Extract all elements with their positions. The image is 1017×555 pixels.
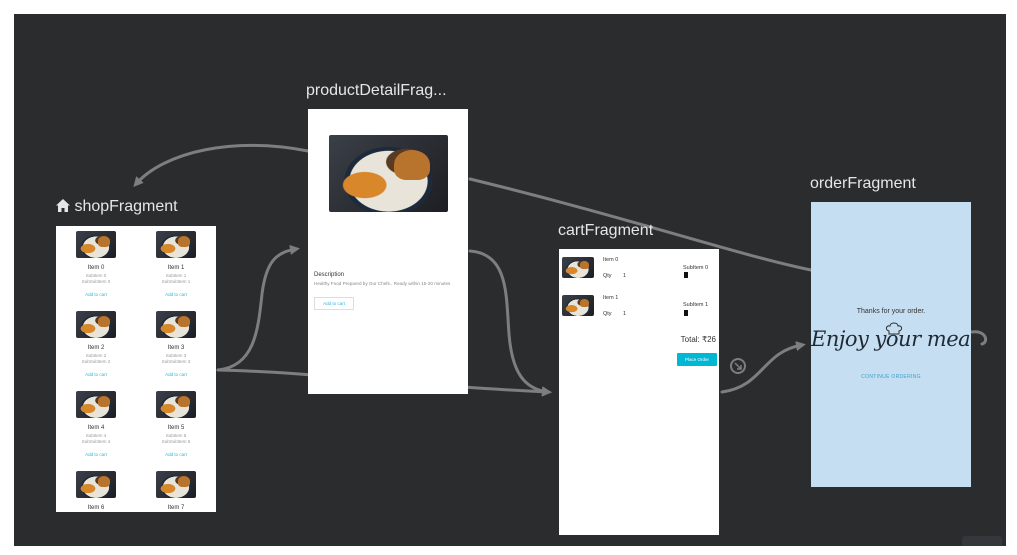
shop-item-name: Item 3 xyxy=(167,345,185,351)
shop-fragment-screen[interactable]: Item 0 SubItem 0 SubSubItem 0 Add to car… xyxy=(56,226,216,512)
cart-item-qty[interactable]: 1 xyxy=(623,311,627,317)
shop-item-image xyxy=(156,231,196,258)
shop-item-image xyxy=(76,311,116,338)
shop-item-subsub: SubSubItem 3 xyxy=(161,359,191,364)
action-detail-to-order xyxy=(468,177,813,272)
shop-item-image xyxy=(156,471,196,498)
navigation-graph-canvas: productDetailFrag... Description Healthy… xyxy=(14,14,1006,546)
cart-item-image xyxy=(562,257,594,278)
place-order-button[interactable]: Place Order xyxy=(677,353,717,366)
burger-image xyxy=(329,135,448,212)
cart-item-qty[interactable]: 1 xyxy=(623,273,627,279)
shop-item-subsub: SubSubItem 0 xyxy=(81,279,111,284)
shop-item-image xyxy=(156,311,196,338)
shop-item-sub: SubItem 4 xyxy=(85,433,107,438)
description-label: Description xyxy=(314,272,345,278)
shop-add-to-cart[interactable]: Add to cart xyxy=(165,292,187,297)
cart-total: Total: ₹26 xyxy=(680,335,716,344)
action-cart-to-order xyxy=(720,341,806,394)
cart-item-qty-label: Qty xyxy=(603,273,612,279)
shop-item-name: Item 4 xyxy=(87,425,105,431)
cart-item-image xyxy=(562,295,594,316)
pop-up-to-icon xyxy=(730,358,746,374)
order-fragment-title[interactable]: orderFragment xyxy=(810,175,916,192)
shop-item-name: Item 5 xyxy=(167,425,185,431)
cart-fragment-title[interactable]: cartFragment xyxy=(558,222,654,239)
shop-item-image xyxy=(76,231,116,258)
shop-item-sub: SubItem 1 xyxy=(165,273,187,278)
shop-fragment-title-text: shopFragment xyxy=(74,198,178,215)
shop-add-to-cart[interactable]: Add to cart xyxy=(85,372,107,377)
shop-add-to-cart[interactable]: Add to cart xyxy=(85,452,107,457)
delete-icon[interactable] xyxy=(684,272,688,278)
order-fragment-screen[interactable]: Thanks for your order. Enjoy your meal! … xyxy=(811,202,971,487)
add-to-cart-button[interactable]: Add to cart xyxy=(314,297,354,310)
shop-item-name: Item 6 xyxy=(87,505,105,511)
shop-item-image xyxy=(156,391,196,418)
shop-item-sub: SubItem 5 xyxy=(165,433,187,438)
shop-add-to-cart[interactable]: Add to cart xyxy=(165,372,187,377)
shop-item-subsub: SubSubItem 5 xyxy=(161,439,191,444)
shop-item-sub: SubItem 0 xyxy=(85,273,107,278)
action-detail-to-cart xyxy=(468,249,552,397)
cart-fragment-screen[interactable]: Item 0 Qty 1 SubItem 0 Item 1 Qty 1 SubI… xyxy=(559,249,719,535)
cart-item-sub: SubItem 1 xyxy=(683,302,709,308)
shop-item-name: Item 7 xyxy=(167,505,185,511)
shop-item-name: Item 0 xyxy=(87,265,105,271)
shop-add-to-cart[interactable]: Add to cart xyxy=(165,452,187,457)
shop-item-subsub: SubSubItem 2 xyxy=(81,359,111,364)
shop-item-name: Item 2 xyxy=(87,345,105,351)
description-text: Healthy Food Prepared by Our Chefs.. Rea… xyxy=(314,281,451,286)
navigation-arrows xyxy=(133,143,988,397)
cart-item-qty-label: Qty xyxy=(603,311,612,317)
action-order-loop xyxy=(970,330,988,346)
shop-item-sub: SubItem 2 xyxy=(85,353,107,358)
chef-hat-icon xyxy=(886,322,902,335)
product-detail-fragment-screen[interactable]: Description Healthy Food Prepared by Our… xyxy=(308,109,468,394)
shop-item-subsub: SubSubItem 1 xyxy=(161,279,191,284)
action-detail-to-shop xyxy=(133,143,310,188)
home-icon xyxy=(56,199,70,212)
shop-item-name: Item 1 xyxy=(167,265,185,271)
shop-fragment-title[interactable]: shopFragment xyxy=(56,198,178,216)
continue-ordering-link[interactable]: CONTINUE ORDERING xyxy=(861,374,921,380)
shop-add-to-cart[interactable]: Add to cart xyxy=(85,292,107,297)
cart-item-name: Item 0 xyxy=(603,257,619,263)
action-shop-to-detail xyxy=(216,244,300,372)
product-detail-fragment-title[interactable]: productDetailFrag... xyxy=(306,82,447,99)
shop-item-sub: SubItem 3 xyxy=(165,353,187,358)
thanks-text: Thanks for your order. xyxy=(856,308,926,315)
enjoy-meal-text: Enjoy your meal! xyxy=(811,327,971,351)
shop-item-image xyxy=(76,471,116,498)
shop-item-image xyxy=(76,391,116,418)
cart-item-sub: SubItem 0 xyxy=(683,265,709,271)
corner-control[interactable] xyxy=(962,536,1002,546)
shop-item-subsub: SubSubItem 4 xyxy=(81,439,111,444)
delete-icon[interactable] xyxy=(684,310,688,316)
cart-item-name: Item 1 xyxy=(603,295,619,301)
